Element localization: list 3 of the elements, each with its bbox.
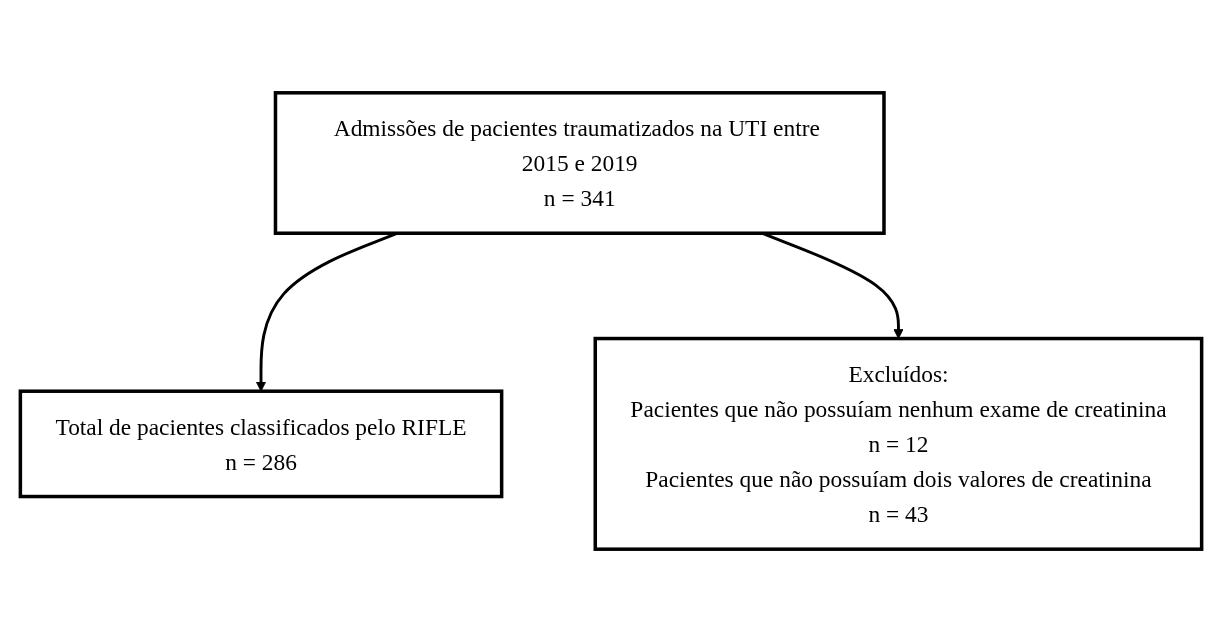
node-box: Admissões de pacientes traumatizados na UTI entre 2015 e 2019 n = 341: [273, 90, 886, 235]
node-box: Total de pacientes classificados pelo RIFLE n = 286: [18, 388, 503, 498]
node-box: Excluídos: Pacientes que não possuíam nenhum exame de creatinina n = 12 Pacientes que não possuíam dois valores de creatinina n = 43: [593, 336, 1203, 551]
